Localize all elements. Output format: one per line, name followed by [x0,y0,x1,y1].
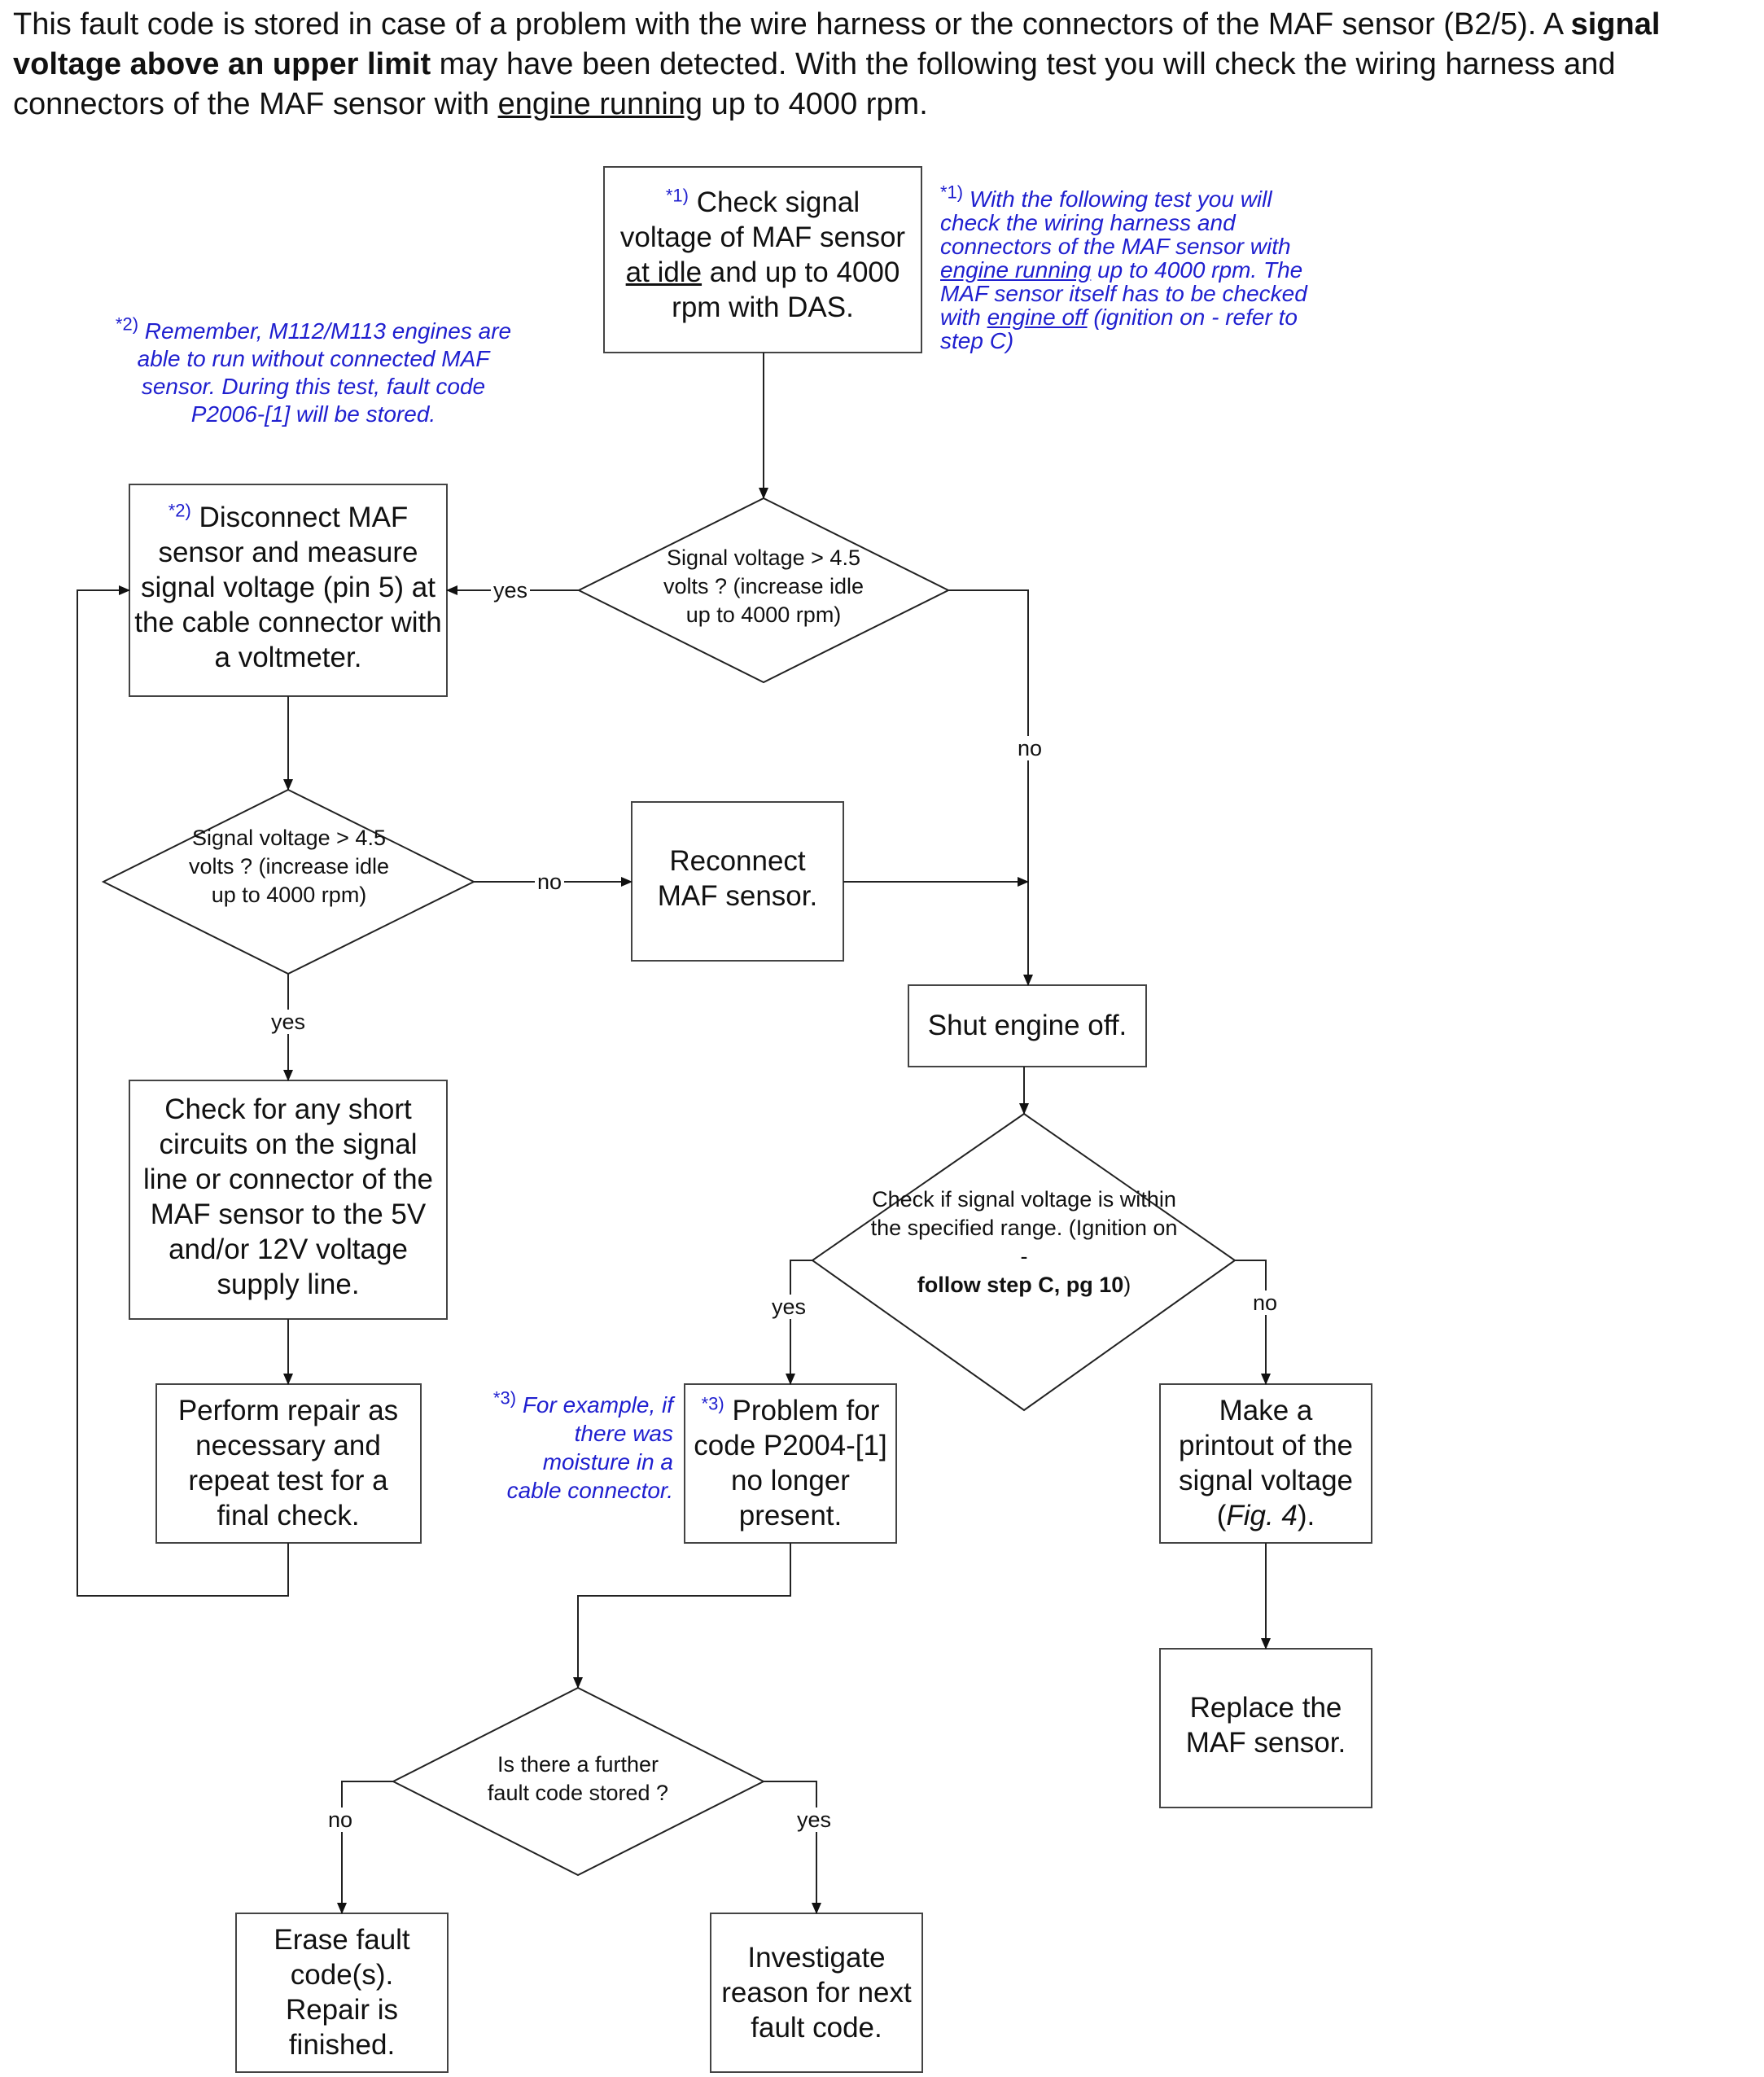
diamond-3-text: Check if signal voltage is within the sp… [870,1187,1178,1297]
note-3: *3) For example, if there was moisture i… [492,1387,673,1503]
diamond-1-text: Signal voltage > 4.5 volts ? (increase i… [663,546,864,627]
diamond-signal-voltage-1 [576,497,951,684]
note-2: *2) Remember, M112/M113 engines are able… [115,313,512,427]
erase-text: Erase fault code(s). Repair is finished. [274,1924,410,2061]
box-printout [1159,1383,1372,1544]
arrow-d3-no [1235,1260,1271,1385]
arrow-d4-yes [764,1781,821,1914]
box-check-signal [603,166,922,353]
label-d1-no: no [1015,736,1045,760]
arrow-repair-loop [77,585,289,1597]
printout-text: Make a printout of the signal voltage (F… [1178,1395,1354,1531]
box-erase [235,1913,449,2073]
note-1: *1) With the following test you will che… [940,182,1307,353]
intro-bold: signal voltage above an upper limit [13,7,1661,81]
diamond-check-range [811,1112,1237,1412]
arrow-d1-no [948,589,1033,986]
box-short-circuits [129,1080,448,1320]
label-d3-yes: yes [769,1295,809,1319]
investigate-text: Investigate reason for next fault code. [721,1942,912,2044]
label-d4-yes: yes [794,1808,834,1832]
diamond-2-text: Signal voltage > 4.5 volts ? (increase i… [188,826,390,907]
label-d2-no: no [535,870,565,894]
label-d2-yes: yes [269,1010,309,1034]
intro-underline: engine running [497,87,703,121]
perform-repair-text: Perform repair as necessary and repeat t… [177,1395,399,1531]
replace-text: Replace the MAF sensor. [1185,1692,1346,1759]
shut-off-text: Shut engine off. [927,1010,1127,1041]
problem-text: *3) Problem for code P2004-[1] no longer… [694,1393,887,1531]
intro-paragraph: This fault code is stored in case of a p… [13,7,1661,121]
arrow-problem-to-d4 [573,1543,791,1689]
diamond-4-text: Is there a further fault code stored ? [487,1752,669,1805]
check-signal-text: *1) Check signal voltage of MAF sensor a… [619,185,906,323]
disconnect-text: *2) Disconnect MAF sensor and measure si… [134,500,442,673]
label-d4-no: no [326,1808,356,1832]
short-circuits-text: Check for any short circuits on the sign… [142,1093,434,1300]
box-problem [684,1383,897,1544]
label-d3-no: no [1250,1290,1280,1315]
arrow-d4-no [337,1781,393,1914]
reconnect-text: Reconnect MAF sensor. [657,845,818,912]
arrow-d3-yes [786,1260,812,1385]
label-d1-yes: yes [491,578,531,603]
diamond-further-fault [391,1686,766,1877]
box-reconnect [631,801,844,962]
box-replace [1159,1648,1372,1808]
